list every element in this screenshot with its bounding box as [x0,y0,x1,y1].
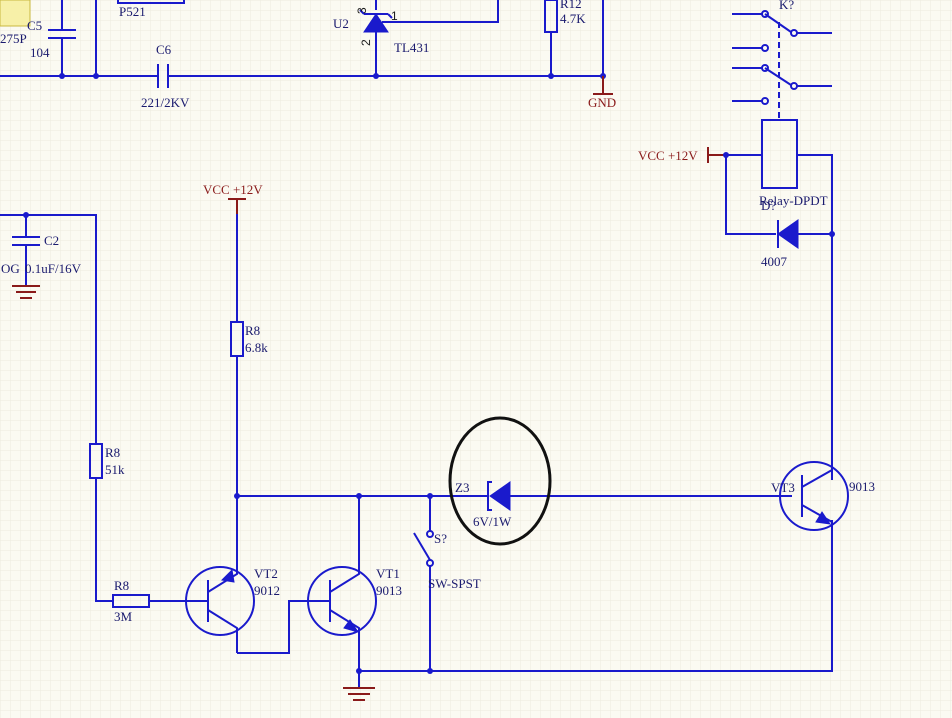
label-r12-value: 4.7K [560,11,586,26]
contact [761,44,769,52]
vt1-arrow [343,619,360,633]
label-z3-name: Z3 [455,480,469,495]
label-r8-top-value: 6.8k [245,340,268,355]
label-r8-mid-name: R8 [105,445,120,460]
label-vt1-value: 9013 [376,583,402,598]
wire-diode-left [725,155,776,235]
vcc-symbol-top [228,198,246,214]
label-vt3-value: 9013 [849,479,875,494]
label-d-value: 4007 [761,254,788,269]
gnd-symbol-c2 [12,285,40,299]
middle-section [185,198,849,701]
junction-dot [93,73,99,79]
label-c2-name: C2 [44,233,59,248]
label-u2-pin3: 3 [355,7,369,14]
label-vcc-relay: VCC +12V [638,148,698,163]
capacitor-c6 [157,64,169,88]
wire-r8-51k [95,478,113,602]
label-c2-value: 0.1uF/16V [25,261,82,276]
switch-contact [426,530,434,538]
switch-arm [413,532,431,561]
label-gnd: GND [588,95,616,110]
label-k-name: K? [779,0,794,12]
label-p521: P521 [119,4,146,19]
label-c5-name: C5 [27,18,42,33]
label-s-name: S? [434,531,447,546]
left-section [0,212,186,608]
contact [761,97,769,105]
label-s-value: SW-SPST [428,576,481,591]
transistor-vt3 [779,461,849,531]
relay-section [707,10,835,480]
label-r8-bot-name: R8 [114,578,129,593]
contact [761,64,769,72]
contact [761,10,769,18]
junction-dot [829,231,835,237]
label-u2-name: U2 [333,16,349,31]
wire-left-top [0,214,97,444]
wire-relay-right [797,154,833,480]
highlight-ellipse [448,416,552,546]
vt2-collector [207,609,238,653]
junction-dot [59,73,65,79]
vt2-arrow [220,568,235,583]
vt3-arrow [815,511,832,525]
label-vcc-top: VCC +12V [203,182,263,197]
label-relay: Relay-DPDT [759,193,828,208]
label-vt3-name: VT3 [771,480,795,495]
label-d-name: D? [761,198,776,213]
label-tl431: TL431 [394,40,429,55]
labels: C5 275P 104 P521 U2 1 3 2 TL431 R12 4.7K… [0,0,875,624]
label-r12-name: R12 [560,0,582,11]
p521-body-partial [117,0,185,4]
junction-dot [373,73,379,79]
label-u2-pin1: 1 [391,9,398,23]
zener-bar [487,481,492,511]
gnd-symbol-bottom [343,687,375,701]
label-c6-value: 221/2KV [141,95,190,110]
top-section [0,0,613,95]
gnd-symbol-top [593,76,613,95]
wire-u2-ref [382,0,499,23]
label-vt2-value: 9012 [254,583,280,598]
vt1-emitter [329,609,360,671]
label-og: OG [1,261,20,276]
label-c6-name: C6 [156,42,172,57]
tl431-bar [359,9,393,19]
vt1-collector [329,567,360,593]
label-vt2-name: VT2 [254,566,278,581]
label-r8-top-name: R8 [245,323,260,338]
junction-dot [548,73,554,79]
label-vt1-name: VT1 [376,566,400,581]
wire-bottom-return [359,520,833,672]
label-z3-value: 6V/1W [473,514,512,529]
label-r8-bot-value: 3M [114,609,133,624]
label-u2-pin2: 2 [359,39,373,46]
component-body-partial [0,0,31,27]
wire-vt2-vt1 [237,600,308,654]
label-c5-left: 275P [0,31,27,46]
label-r8-mid-value: 51k [105,462,125,477]
label-c5-value: 104 [30,45,50,60]
vt2-emitter [207,567,238,593]
vt3-collector [801,460,833,488]
